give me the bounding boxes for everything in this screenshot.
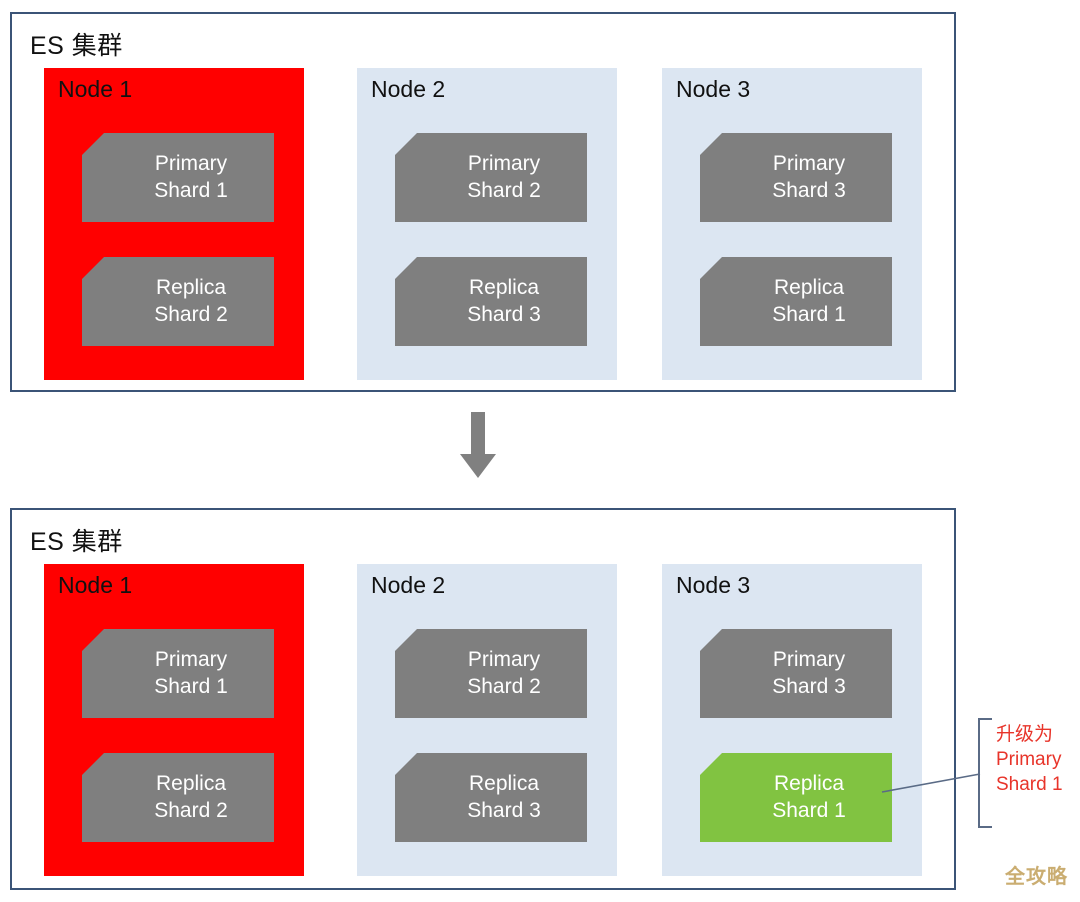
shard-bottom-n1-primary[interactable]: Primary Shard 1 (82, 629, 274, 718)
shard-bottom-n2-replica[interactable]: Replica Shard 3 (395, 753, 587, 842)
shard-label-line2: Shard 3 (772, 178, 846, 202)
shard-label-line2: Shard 1 (772, 798, 846, 822)
shard-label-line1: Replica (468, 276, 540, 300)
shard-label-line1: Replica (773, 772, 845, 796)
callout-text: 升级为 Primary Shard 1 (996, 722, 1063, 797)
node-box-bottom-node-1[interactable]: Node 1 Primary Shard 1 Replica Shard 2 (44, 564, 304, 876)
shard-label-line1: Replica (155, 772, 227, 796)
shard-label-line1: Replica (468, 772, 540, 796)
shard-bottom-n3-replica-promoted[interactable]: Replica Shard 1 (700, 753, 892, 842)
cluster-top: ES 集群 Node 1 Primary Shard 1 Replica Sha… (10, 12, 956, 392)
shard-label-line2: Shard 3 (467, 798, 541, 822)
callout-line-2: Primary (996, 749, 1062, 771)
node-title-bottom-node-3: Node 3 (676, 572, 751, 598)
shard-label-line1: Primary (467, 152, 541, 176)
shard-label-line2: Shard 2 (154, 798, 228, 822)
shard-bottom-n3-primary[interactable]: Primary Shard 3 (700, 629, 892, 718)
watermark-text: 全攻略 (1005, 866, 1068, 888)
shard-label-line2: Shard 1 (154, 178, 228, 202)
shard-label-line1: Replica (773, 276, 845, 300)
shard-top-n3-primary[interactable]: Primary Shard 3 (700, 133, 892, 222)
shard-label-line2: Shard 1 (772, 302, 846, 326)
shard-label-line1: Primary (154, 152, 228, 176)
node-box-top-node-3[interactable]: Node 3 Primary Shard 3 Replica Shard 1 (662, 68, 922, 380)
node-title-top-node-2: Node 2 (371, 76, 446, 102)
cluster-top-title: ES 集群 (30, 32, 123, 60)
callout-line-1: 升级为 (996, 724, 1054, 745)
callout-bracket-icon (978, 718, 992, 828)
shard-label-line2: Shard 2 (467, 674, 541, 698)
callout-leader-line (881, 773, 981, 793)
shard-bottom-n1-replica[interactable]: Replica Shard 2 (82, 753, 274, 842)
cluster-bottom-title: ES 集群 (30, 528, 123, 556)
node-title-bottom-node-1: Node 1 (58, 572, 133, 598)
shard-top-n2-primary[interactable]: Primary Shard 2 (395, 133, 587, 222)
node-box-top-node-2[interactable]: Node 2 Primary Shard 2 Replica Shard 3 (357, 68, 617, 380)
node-title-bottom-node-2: Node 2 (371, 572, 446, 598)
node-box-bottom-node-2[interactable]: Node 2 Primary Shard 2 Replica Shard 3 (357, 564, 617, 876)
callout-promoted-primary: 升级为 Primary Shard 1 (978, 718, 1076, 828)
shard-label-line1: Primary (772, 648, 846, 672)
shard-top-n1-replica[interactable]: Replica Shard 2 (82, 257, 274, 346)
shard-label-line1: Primary (154, 648, 228, 672)
shard-label-line2: Shard 2 (467, 178, 541, 202)
shard-label-line2: Shard 1 (154, 674, 228, 698)
shard-label-line1: Primary (467, 648, 541, 672)
node-box-top-node-1[interactable]: Node 1 Primary Shard 1 Replica Shard 2 (44, 68, 304, 380)
shard-label-line2: Shard 3 (467, 302, 541, 326)
shard-label-line1: Primary (772, 152, 846, 176)
shard-top-n2-replica[interactable]: Replica Shard 3 (395, 257, 587, 346)
shard-label-line2: Shard 2 (154, 302, 228, 326)
cluster-bottom: ES 集群 Node 1 Primary Shard 1 Replica Sha… (10, 508, 956, 890)
node-title-top-node-3: Node 3 (676, 76, 751, 102)
transition-down-arrow-icon (458, 412, 498, 480)
shard-top-n3-replica[interactable]: Replica Shard 1 (700, 257, 892, 346)
callout-line-3: Shard 1 (996, 774, 1063, 796)
shard-label-line2: Shard 3 (772, 674, 846, 698)
node-title-top-node-1: Node 1 (58, 76, 133, 102)
shard-bottom-n2-primary[interactable]: Primary Shard 2 (395, 629, 587, 718)
shard-top-n1-primary[interactable]: Primary Shard 1 (82, 133, 274, 222)
node-box-bottom-node-3[interactable]: Node 3 Primary Shard 3 Replica Shard 1 (662, 564, 922, 876)
shard-label-line1: Replica (155, 276, 227, 300)
